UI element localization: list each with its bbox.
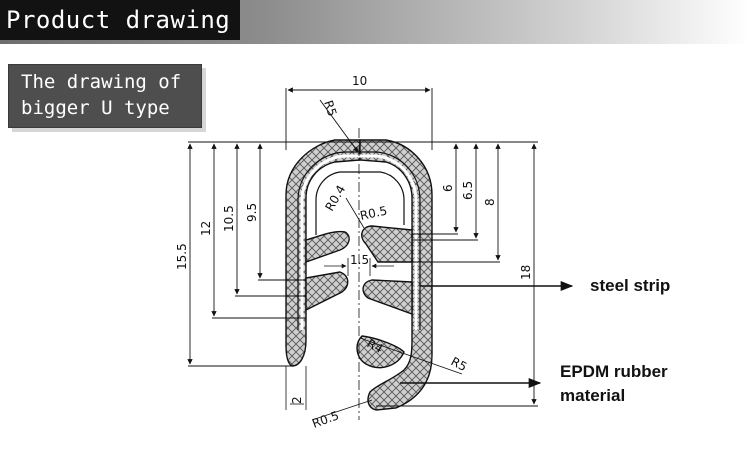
rubber-upper-lip-left (305, 230, 350, 263)
rubber-lower-lip-left (305, 271, 349, 312)
epdm-label-line-2: material (560, 386, 626, 405)
dim-label-6-5: 6.5 (461, 181, 475, 200)
subtitle-line-2: bigger U type (21, 97, 170, 119)
leader-r0-5-foot (311, 399, 373, 421)
steel-strip-core (297, 151, 421, 330)
rubber-bottom-lip (356, 335, 405, 369)
dimension-gap-1-5 (324, 258, 394, 276)
rubber-lower-lip-right (362, 279, 413, 315)
dimension-foot-2 (285, 366, 307, 410)
leader-r5-top (319, 99, 359, 153)
right-dimension-lines (360, 141, 538, 407)
dim-label-foot: 2 (290, 396, 304, 404)
dim-label-9-5: 9.5 (245, 203, 259, 222)
rubber-upper-lip-right (361, 225, 413, 263)
dim-label-15-5: 15.5 (175, 243, 189, 270)
rubber-left-wall (285, 139, 361, 367)
subtitle-line-1: The drawing of (21, 71, 182, 93)
dim-label-6: 6 (441, 184, 455, 192)
dim-label-r5-bottom: R5 (449, 354, 470, 374)
page-title: Product drawing (0, 0, 241, 40)
dim-label-r0-5: R0.5 (359, 204, 389, 223)
rubber-right-wall (359, 139, 433, 411)
dim-label-8: 8 (483, 198, 497, 206)
dim-label-gap: 1.5 (350, 253, 369, 267)
dim-label-width: 10 (352, 74, 367, 88)
leader-r4-r5 (359, 337, 463, 375)
header-banner: Product drawing (0, 0, 750, 44)
dim-label-r0-5-foot: R0.5 (310, 408, 341, 431)
dim-label-r4: R4 (365, 336, 386, 356)
dimension-width-10 (285, 87, 433, 150)
steel-strip-label: steel strip (590, 276, 671, 295)
dim-label-r0-4: R0.4 (322, 183, 348, 214)
dim-label-18: 18 (519, 265, 533, 280)
leader-r0-4 (345, 197, 365, 229)
dim-label-12: 12 (199, 221, 213, 236)
dim-label-r5-top: R5 (321, 99, 339, 119)
rubber-profile (285, 139, 433, 411)
left-dimension-lines (187, 141, 360, 367)
epdm-label-line-1: EPDM rubber (560, 362, 668, 381)
dim-label-10-5: 10.5 (222, 205, 236, 232)
subtitle-box: The drawing of bigger U type (8, 64, 202, 128)
